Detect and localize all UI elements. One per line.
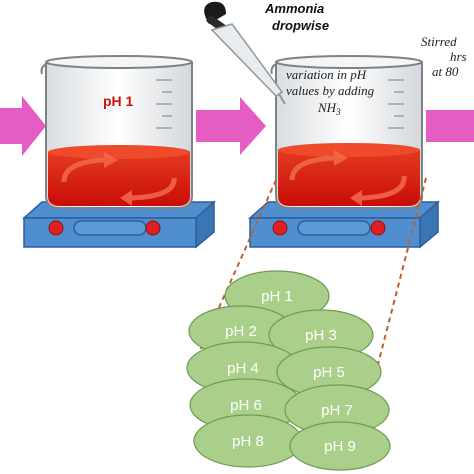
beaker-2: variation in pH values by adding NH3 bbox=[270, 55, 423, 209]
ph-sample-7: pH 7 bbox=[284, 384, 390, 436]
ph-sample-cluster: pH 1 pH 2 pH 3 pH 4 pH 5 pH 6 pH 7 pH 8 pH 9 bbox=[186, 270, 391, 471]
stirrer-knob-right bbox=[370, 220, 386, 236]
step3-line-2: hrs bbox=[450, 49, 467, 64]
ph-sample-label: pH 8 bbox=[232, 433, 264, 450]
note-line-3: NH3 bbox=[317, 100, 341, 117]
dropper-icon bbox=[204, 1, 286, 105]
stirrer-display bbox=[73, 220, 147, 236]
solution-1 bbox=[48, 152, 190, 206]
beaker-1-ph-label: pH 1 bbox=[103, 93, 134, 109]
ph-sample-label: pH 4 bbox=[227, 360, 259, 377]
ph-sample-3: pH 3 bbox=[268, 309, 374, 361]
ph-sample-9: pH 9 bbox=[289, 421, 391, 471]
beaker-1: pH 1 bbox=[40, 55, 193, 209]
stirring-arrows-1 bbox=[61, 157, 177, 201]
ph-sample-label: pH 1 bbox=[261, 288, 293, 305]
note-line-1: variation in pH bbox=[286, 67, 367, 82]
dashed-connector-right bbox=[375, 177, 427, 373]
ph-sample-label: pH 7 bbox=[321, 402, 353, 419]
ph-sample-label: pH 3 bbox=[305, 327, 337, 344]
stirrer-display bbox=[297, 220, 371, 236]
solution-2 bbox=[278, 150, 420, 206]
ph-sample-label: pH 2 bbox=[225, 323, 257, 340]
ph-sample-ellipse bbox=[289, 421, 391, 471]
step3-note: Stirred hrs at 80 bbox=[421, 34, 470, 79]
stirring-arrows-2 bbox=[289, 155, 407, 201]
ph-variation-note: variation in pH values by adding bbox=[286, 67, 375, 98]
process-arrow-2 bbox=[196, 97, 266, 155]
step3-line-3: at 80 bbox=[432, 64, 459, 79]
ph-sample-label: pH 5 bbox=[313, 364, 345, 381]
stirrer-knob-left bbox=[48, 220, 64, 236]
reagent-line-1: Ammonia bbox=[264, 1, 324, 16]
note-line-2: values by adding bbox=[286, 83, 375, 98]
process-arrow-3 bbox=[426, 110, 474, 142]
ph-sample-label: pH 9 bbox=[324, 438, 356, 455]
stirrer-knob-right bbox=[145, 220, 161, 236]
ph-sample-5: pH 5 bbox=[276, 346, 382, 398]
reagent-line-2: dropwise bbox=[272, 18, 329, 33]
ph-sample-label: pH 6 bbox=[230, 397, 262, 414]
step3-line-1: Stirred bbox=[421, 34, 457, 49]
ph-sample-8: pH 8 bbox=[193, 414, 303, 468]
stirrer-knob-left bbox=[272, 220, 288, 236]
reagent-label: Ammonia dropwise bbox=[264, 1, 329, 33]
stirrer-plate-2 bbox=[248, 200, 440, 249]
process-arrow-1 bbox=[0, 96, 46, 156]
